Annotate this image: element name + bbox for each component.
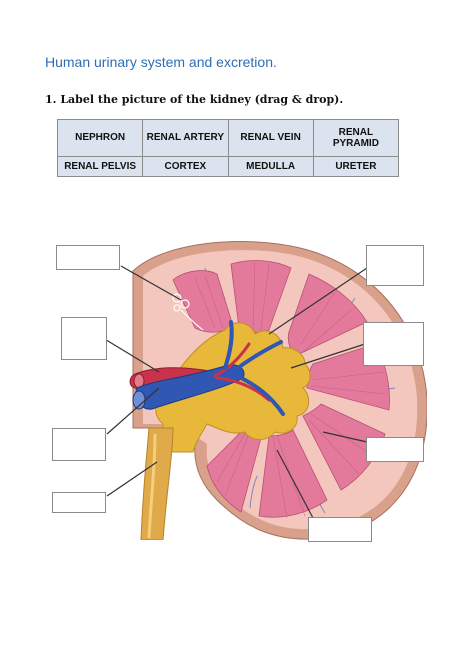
drop-zone-4[interactable] [363, 322, 424, 366]
word-card-renal-pyramid[interactable]: RENAL PYRAMID [312, 119, 400, 157]
word-card-cortex[interactable]: CORTEX [142, 155, 229, 178]
drop-zone-1[interactable] [56, 245, 120, 270]
renal-pyramids [172, 260, 390, 518]
drop-zone-2[interactable] [366, 245, 424, 286]
page-title: Human urinary system and excretion. [45, 54, 277, 70]
kidney-diagram [52, 238, 428, 542]
drop-zone-3[interactable] [61, 317, 107, 360]
ureter-shape [140, 427, 174, 541]
word-card-medulla[interactable]: MEDULLA [227, 155, 314, 178]
word-bank-table: NEPHRON RENAL ARTERY RENAL VEIN RENAL PY… [56, 119, 400, 178]
drop-zone-7[interactable] [52, 492, 106, 513]
word-card-renal-vein[interactable]: RENAL VEIN [227, 119, 314, 157]
word-card-renal-pelvis[interactable]: RENAL PELVIS [56, 155, 144, 178]
renal-pelvis-shape [155, 322, 311, 453]
drop-zone-5[interactable] [52, 428, 106, 461]
drop-zone-6[interactable] [366, 437, 424, 462]
word-card-nephron[interactable]: NEPHRON [56, 119, 144, 157]
question-text: 1. Label the picture of the kidney (drag… [45, 93, 344, 106]
word-card-renal-artery[interactable]: RENAL ARTERY [142, 119, 229, 157]
drop-zone-8[interactable] [308, 517, 372, 542]
pointer-lines [102, 265, 368, 519]
kidney-illustration [102, 241, 428, 541]
word-card-ureter[interactable]: URETER [312, 155, 400, 178]
